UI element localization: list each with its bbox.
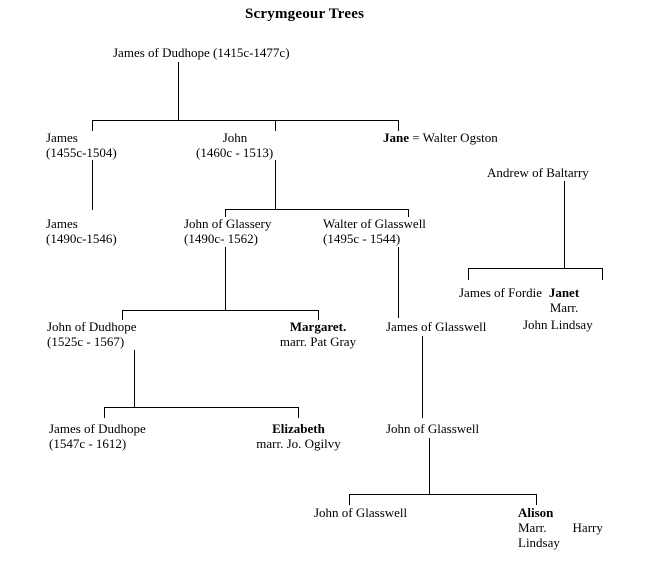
connector-vertical-james-glasswell-to-john xyxy=(422,336,423,418)
connector-vertical-james-1455-to-child xyxy=(92,160,93,210)
node-walter-of-glasswell: Walter of Glasswell (1495c - 1544) xyxy=(323,216,426,246)
connector-vertical-to-jane xyxy=(398,120,399,131)
connector-vertical-to-margaret xyxy=(318,310,319,320)
node-name: James of Dudhope (1415c-1477c) xyxy=(113,45,290,60)
node-dates: (1490c-1546) xyxy=(46,231,117,246)
connector-vertical-to-john-glasswell-3 xyxy=(349,494,350,505)
connector-horizontal-andrew-children xyxy=(468,268,602,269)
node-james-1455: James (1455c-1504) xyxy=(46,130,117,160)
connector-vertical-to-john-1460 xyxy=(275,120,276,131)
node-janet: Janet Marr. xyxy=(525,285,603,315)
connector-horizontal-gen2 xyxy=(92,120,398,121)
node-name: James xyxy=(46,130,78,145)
node-name: John of Glasswell xyxy=(314,505,408,520)
marriage-equals-sign: = xyxy=(412,130,420,145)
connector-vertical-john-glasswell-stem xyxy=(429,438,430,494)
node-spouse: John Lindsay xyxy=(523,317,593,332)
node-andrew-of-baltarry: Andrew of Baltarry xyxy=(487,165,589,180)
node-dates: (1547c - 1612) xyxy=(49,436,127,451)
node-dates: (1455c-1504) xyxy=(46,145,117,160)
connector-vertical-to-james-fordie xyxy=(468,268,469,280)
node-name: Alison xyxy=(518,505,554,520)
connector-vertical-john-dudhope-stem xyxy=(134,350,135,407)
connector-horizontal-gen5-left xyxy=(104,407,298,408)
node-name: Janet xyxy=(548,285,580,300)
connector-vertical-andrew-stem xyxy=(564,181,565,268)
connector-vertical-to-walter-glasswell xyxy=(408,209,409,217)
connector-horizontal-gen6 xyxy=(349,494,536,495)
connector-vertical-john-1460-stem xyxy=(275,160,276,209)
connector-vertical-to-james-dudhope-1547 xyxy=(104,407,105,418)
node-dates: (1525c - 1567) xyxy=(47,334,125,349)
node-spouse-first-name: Harry xyxy=(572,520,603,535)
node-name: John xyxy=(222,130,248,145)
page-title: Scrymgeour Trees xyxy=(245,6,365,22)
node-dates: (1495c - 1544) xyxy=(323,231,401,246)
node-dates: (1460c - 1513) xyxy=(196,145,274,160)
node-name: James of Glasswell xyxy=(386,319,487,334)
node-spouse-last-name: Lindsay xyxy=(518,535,560,550)
connector-vertical-to-john-dudhope-1525 xyxy=(122,310,123,320)
connector-horizontal-gen3 xyxy=(225,209,408,210)
node-marriage-label: marr. Pat Gray xyxy=(279,334,357,349)
node-james-of-dudhope-1415: James of Dudhope (1415c-1477c) xyxy=(113,45,290,60)
node-name: Jane xyxy=(383,130,409,145)
connector-vertical-john-glassery-stem xyxy=(225,247,226,310)
node-name: Andrew of Baltarry xyxy=(487,165,589,180)
connector-vertical-to-janet xyxy=(602,268,603,280)
node-marriage-label: Marr. xyxy=(549,300,579,315)
node-name: Elizabeth xyxy=(272,421,325,436)
connector-vertical-walter-to-james-glasswell xyxy=(398,247,399,318)
node-alison: Alison Marr. Harry Lindsay xyxy=(518,505,603,550)
node-james-of-fordie: James of Fordie xyxy=(459,285,542,300)
connector-vertical-to-john-glassery xyxy=(225,209,226,217)
node-janet-spouse: John Lindsay xyxy=(523,317,593,332)
node-margaret: Margaret. marr. Pat Gray xyxy=(248,319,388,349)
node-name: John of Glasswell xyxy=(386,421,480,436)
node-name: Margaret. xyxy=(289,319,347,334)
connector-vertical-to-alison xyxy=(536,494,537,505)
node-elizabeth: Elizabeth marr. Jo. Ogilvy xyxy=(232,421,365,451)
node-john-of-glasswell-2: John of Glasswell xyxy=(386,421,479,436)
node-james-1490: James (1490c-1546) xyxy=(46,216,117,246)
node-john-1460: John (1460c - 1513) xyxy=(196,130,274,160)
node-spouse: Walter Ogston xyxy=(422,130,498,145)
node-james-of-dudhope-1547: James of Dudhope (1547c - 1612) xyxy=(49,421,146,451)
node-name: James xyxy=(46,216,78,231)
node-john-of-dudhope-1525: John of Dudhope (1525c - 1567) xyxy=(47,319,137,349)
node-name: John of Glassery xyxy=(184,216,272,231)
node-jane: Jane = Walter Ogston xyxy=(383,130,498,145)
node-name: James of Dudhope xyxy=(49,421,146,436)
node-name: John of Dudhope xyxy=(47,319,137,334)
node-marriage-label: marr. Jo. Ogilvy xyxy=(256,436,341,451)
node-name: Walter of Glasswell xyxy=(323,216,426,231)
node-dates: (1490c- 1562) xyxy=(184,231,259,246)
node-james-of-glasswell: James of Glasswell xyxy=(386,319,486,334)
node-john-of-glasswell-3: John of Glasswell xyxy=(314,505,407,520)
node-john-of-glassery: John of Glassery (1490c- 1562) xyxy=(184,216,271,246)
connector-horizontal-gen4-left xyxy=(122,310,318,311)
connector-vertical-gen1-stem xyxy=(178,62,179,120)
node-marriage-row: Marr. Harry xyxy=(518,520,603,535)
node-marriage-label: Marr. xyxy=(518,520,547,535)
node-name: James of Fordie xyxy=(459,285,543,300)
connector-vertical-to-elizabeth xyxy=(298,407,299,418)
connector-vertical-to-james-1455 xyxy=(92,120,93,131)
